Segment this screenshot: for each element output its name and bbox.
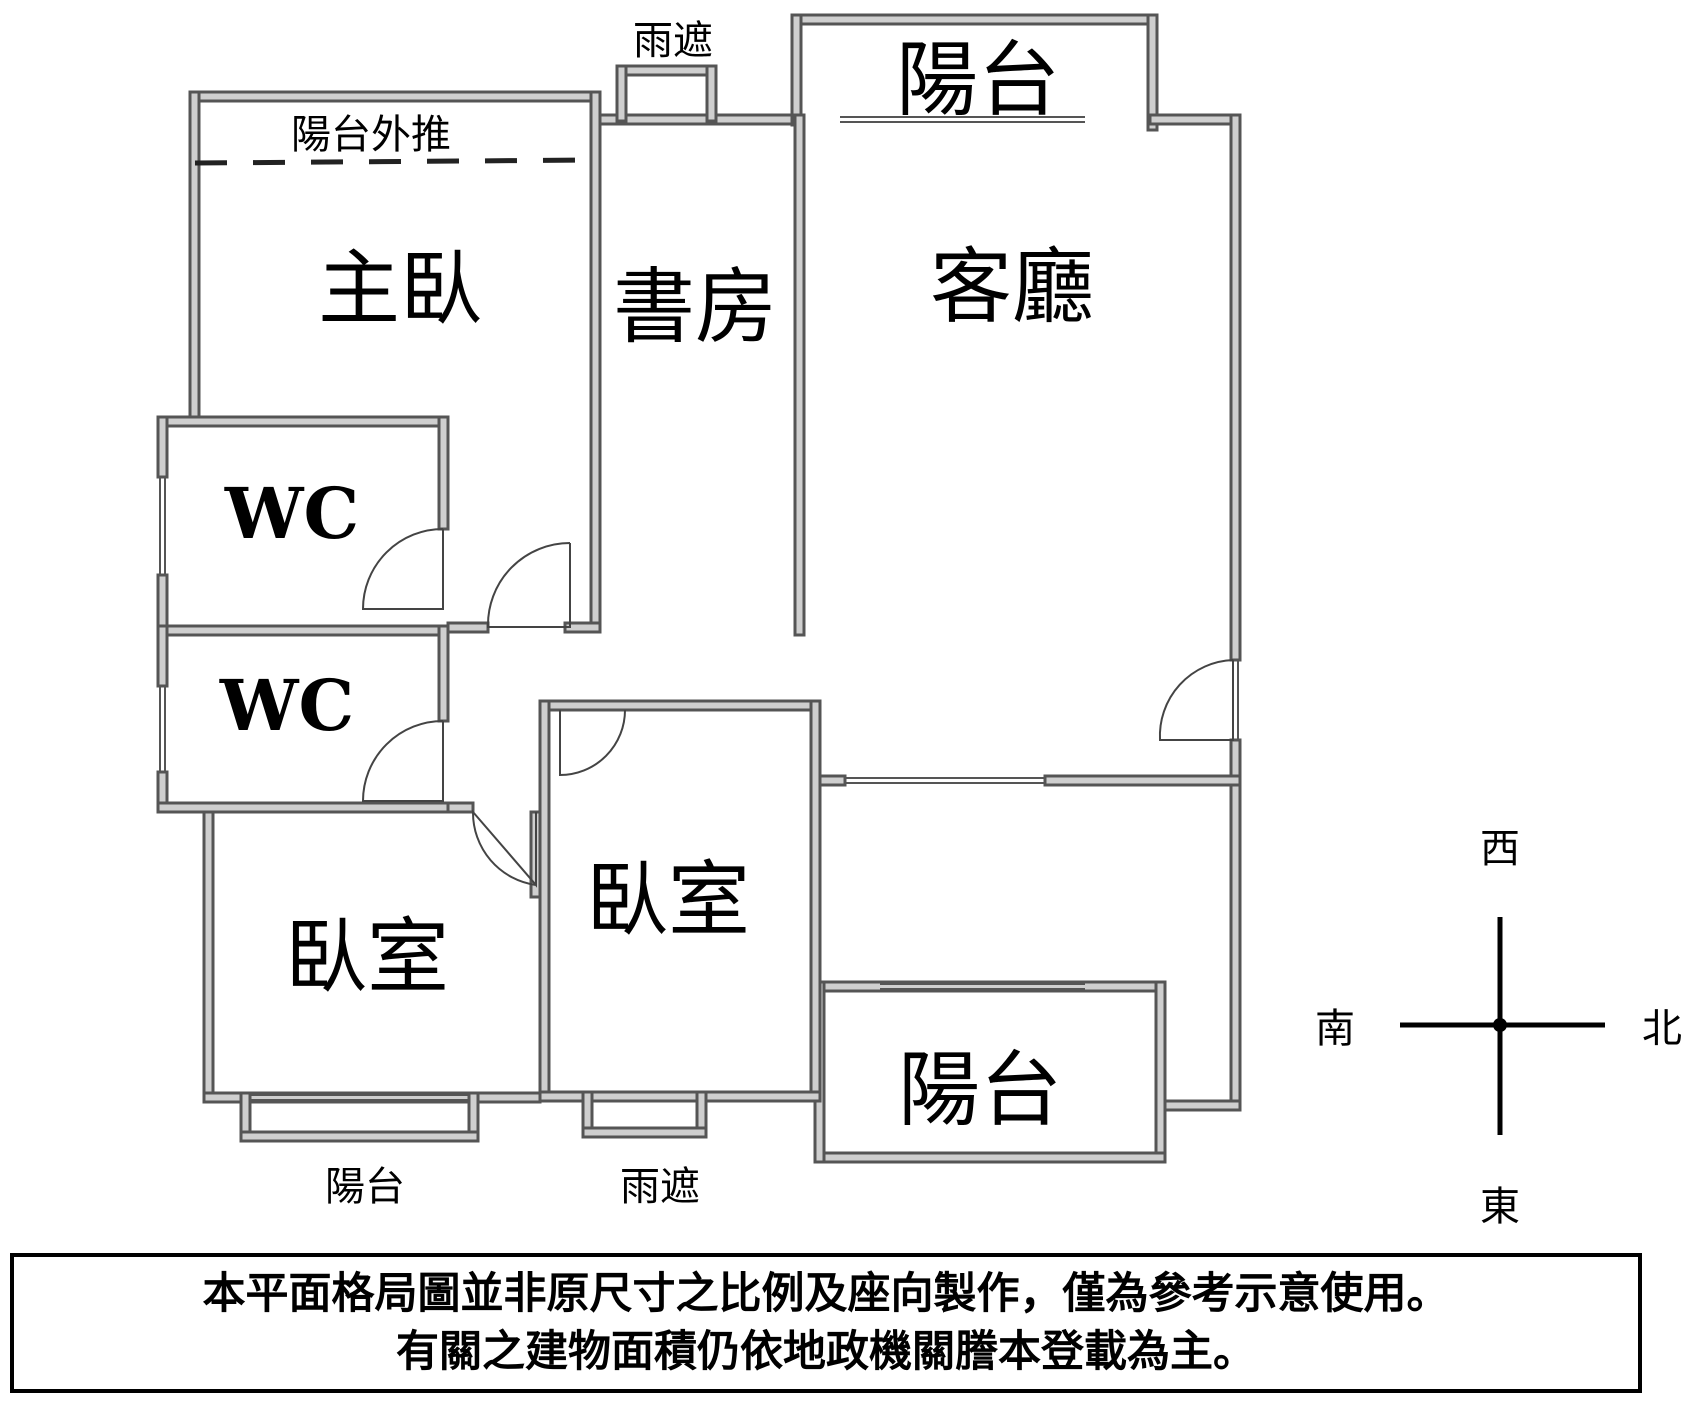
room-label-balcony-right: 陽台 (898, 1043, 1062, 1138)
room-label-bedroom-left: 臥室 (285, 910, 449, 1005)
room-label-canopy-bottom: 雨遮 (620, 1164, 700, 1210)
room-label-balcony-bottom: 陽台 (325, 1164, 405, 1210)
room-label-canopy-top: 雨遮 (633, 18, 713, 64)
walls (156, 13, 1242, 1164)
room-label-balcony-extension: 陽台外推 (291, 112, 451, 158)
room-label-study: 書房 (613, 260, 777, 355)
room-label-wc-lower: WC (219, 664, 354, 747)
room-label-living-room: 客廳 (930, 240, 1094, 335)
compass-south-label: 南 (1315, 1006, 1355, 1052)
compass-east-label: 東 (1480, 1184, 1520, 1230)
room-label-balcony-top: 陽台 (896, 33, 1060, 128)
compass (1400, 917, 1605, 1135)
room-label-wc-upper: WC (224, 472, 359, 555)
doors (361, 528, 1234, 888)
disclaimer-line-1: 本平面格局圖並非原尺寸之比例及座向製作，僅為參考示意使用。 (202, 1269, 1450, 1319)
compass-center-dot (1493, 1018, 1507, 1032)
disclaimer-box: 本平面格局圖並非原尺寸之比例及座向製作，僅為參考示意使用。 有關之建物面積仍依地… (10, 1253, 1642, 1393)
compass-west-label: 西 (1480, 826, 1520, 872)
room-label-bedroom-center: 臥室 (586, 853, 750, 948)
windows (159, 116, 1239, 1101)
balcony-extension-line (194, 157, 601, 166)
floor-plan: 主臥 書房 客廳 WC WC 臥室 臥室 陽台 陽台 陽台 雨遮 雨遮 陽台外推… (156, 13, 1682, 1230)
room-label-master-bedroom: 主臥 (318, 242, 482, 337)
disclaimer-line-2: 有關之建物面積仍依地政機關謄本登載為主。 (396, 1327, 1256, 1377)
compass-north-label: 北 (1642, 1006, 1682, 1052)
